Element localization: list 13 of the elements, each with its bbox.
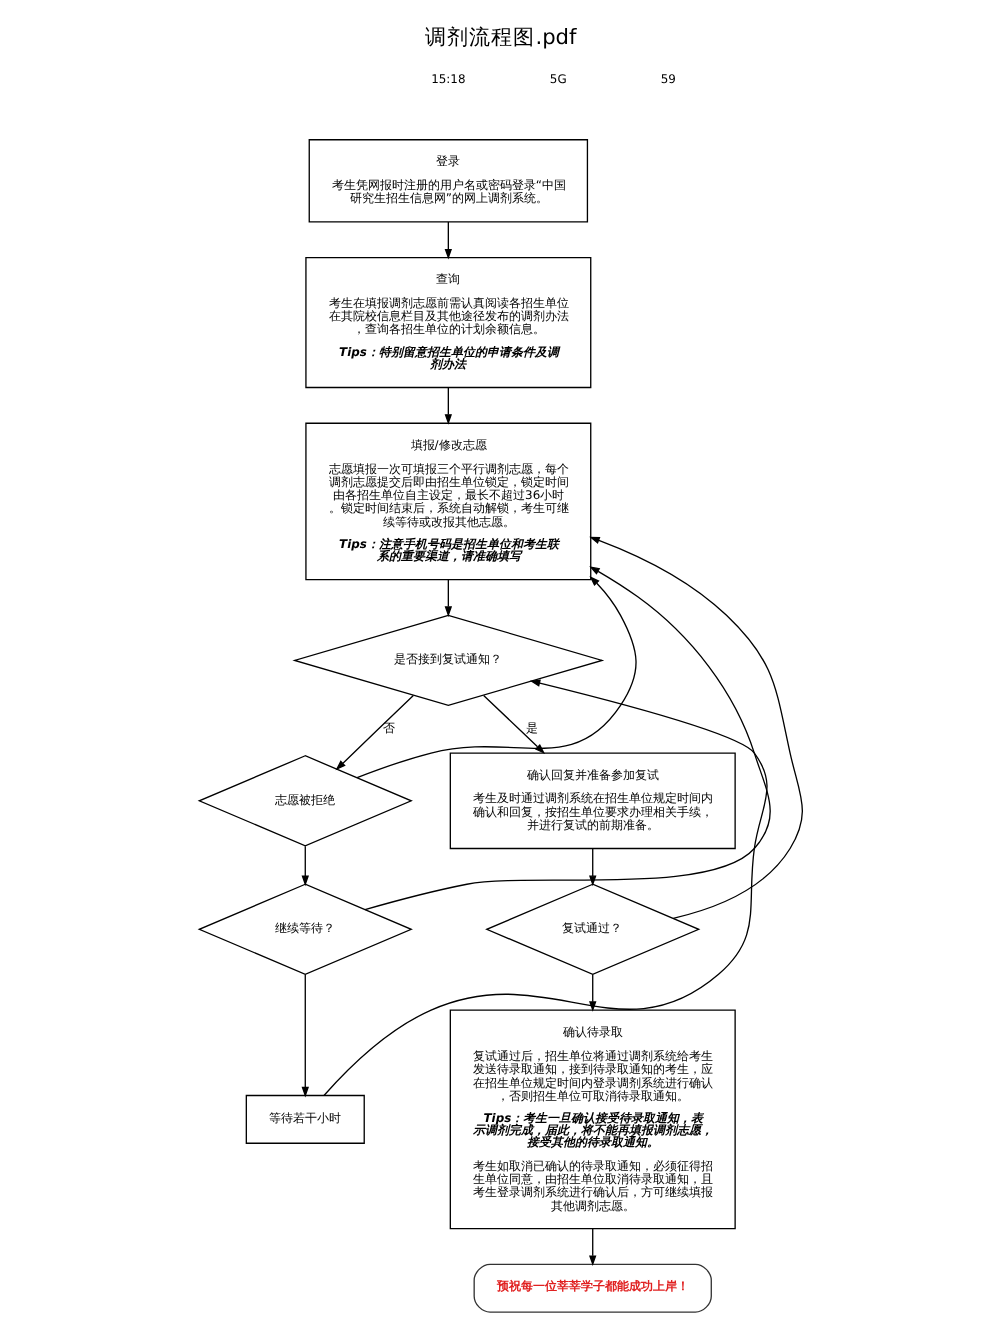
arrow [363, 566, 770, 911]
arrow [300, 973, 308, 1098]
arrow [443, 579, 452, 617]
diagram-title: 调剂流程图.pdf [424, 26, 576, 51]
arrow [588, 973, 596, 1012]
arrow [334, 694, 413, 771]
arrow [443, 221, 452, 260]
arrow [482, 694, 545, 754]
arrow [355, 575, 636, 779]
arrow [322, 679, 767, 1097]
arrow [300, 845, 308, 887]
arrow [443, 386, 452, 425]
arrow [588, 1228, 596, 1266]
